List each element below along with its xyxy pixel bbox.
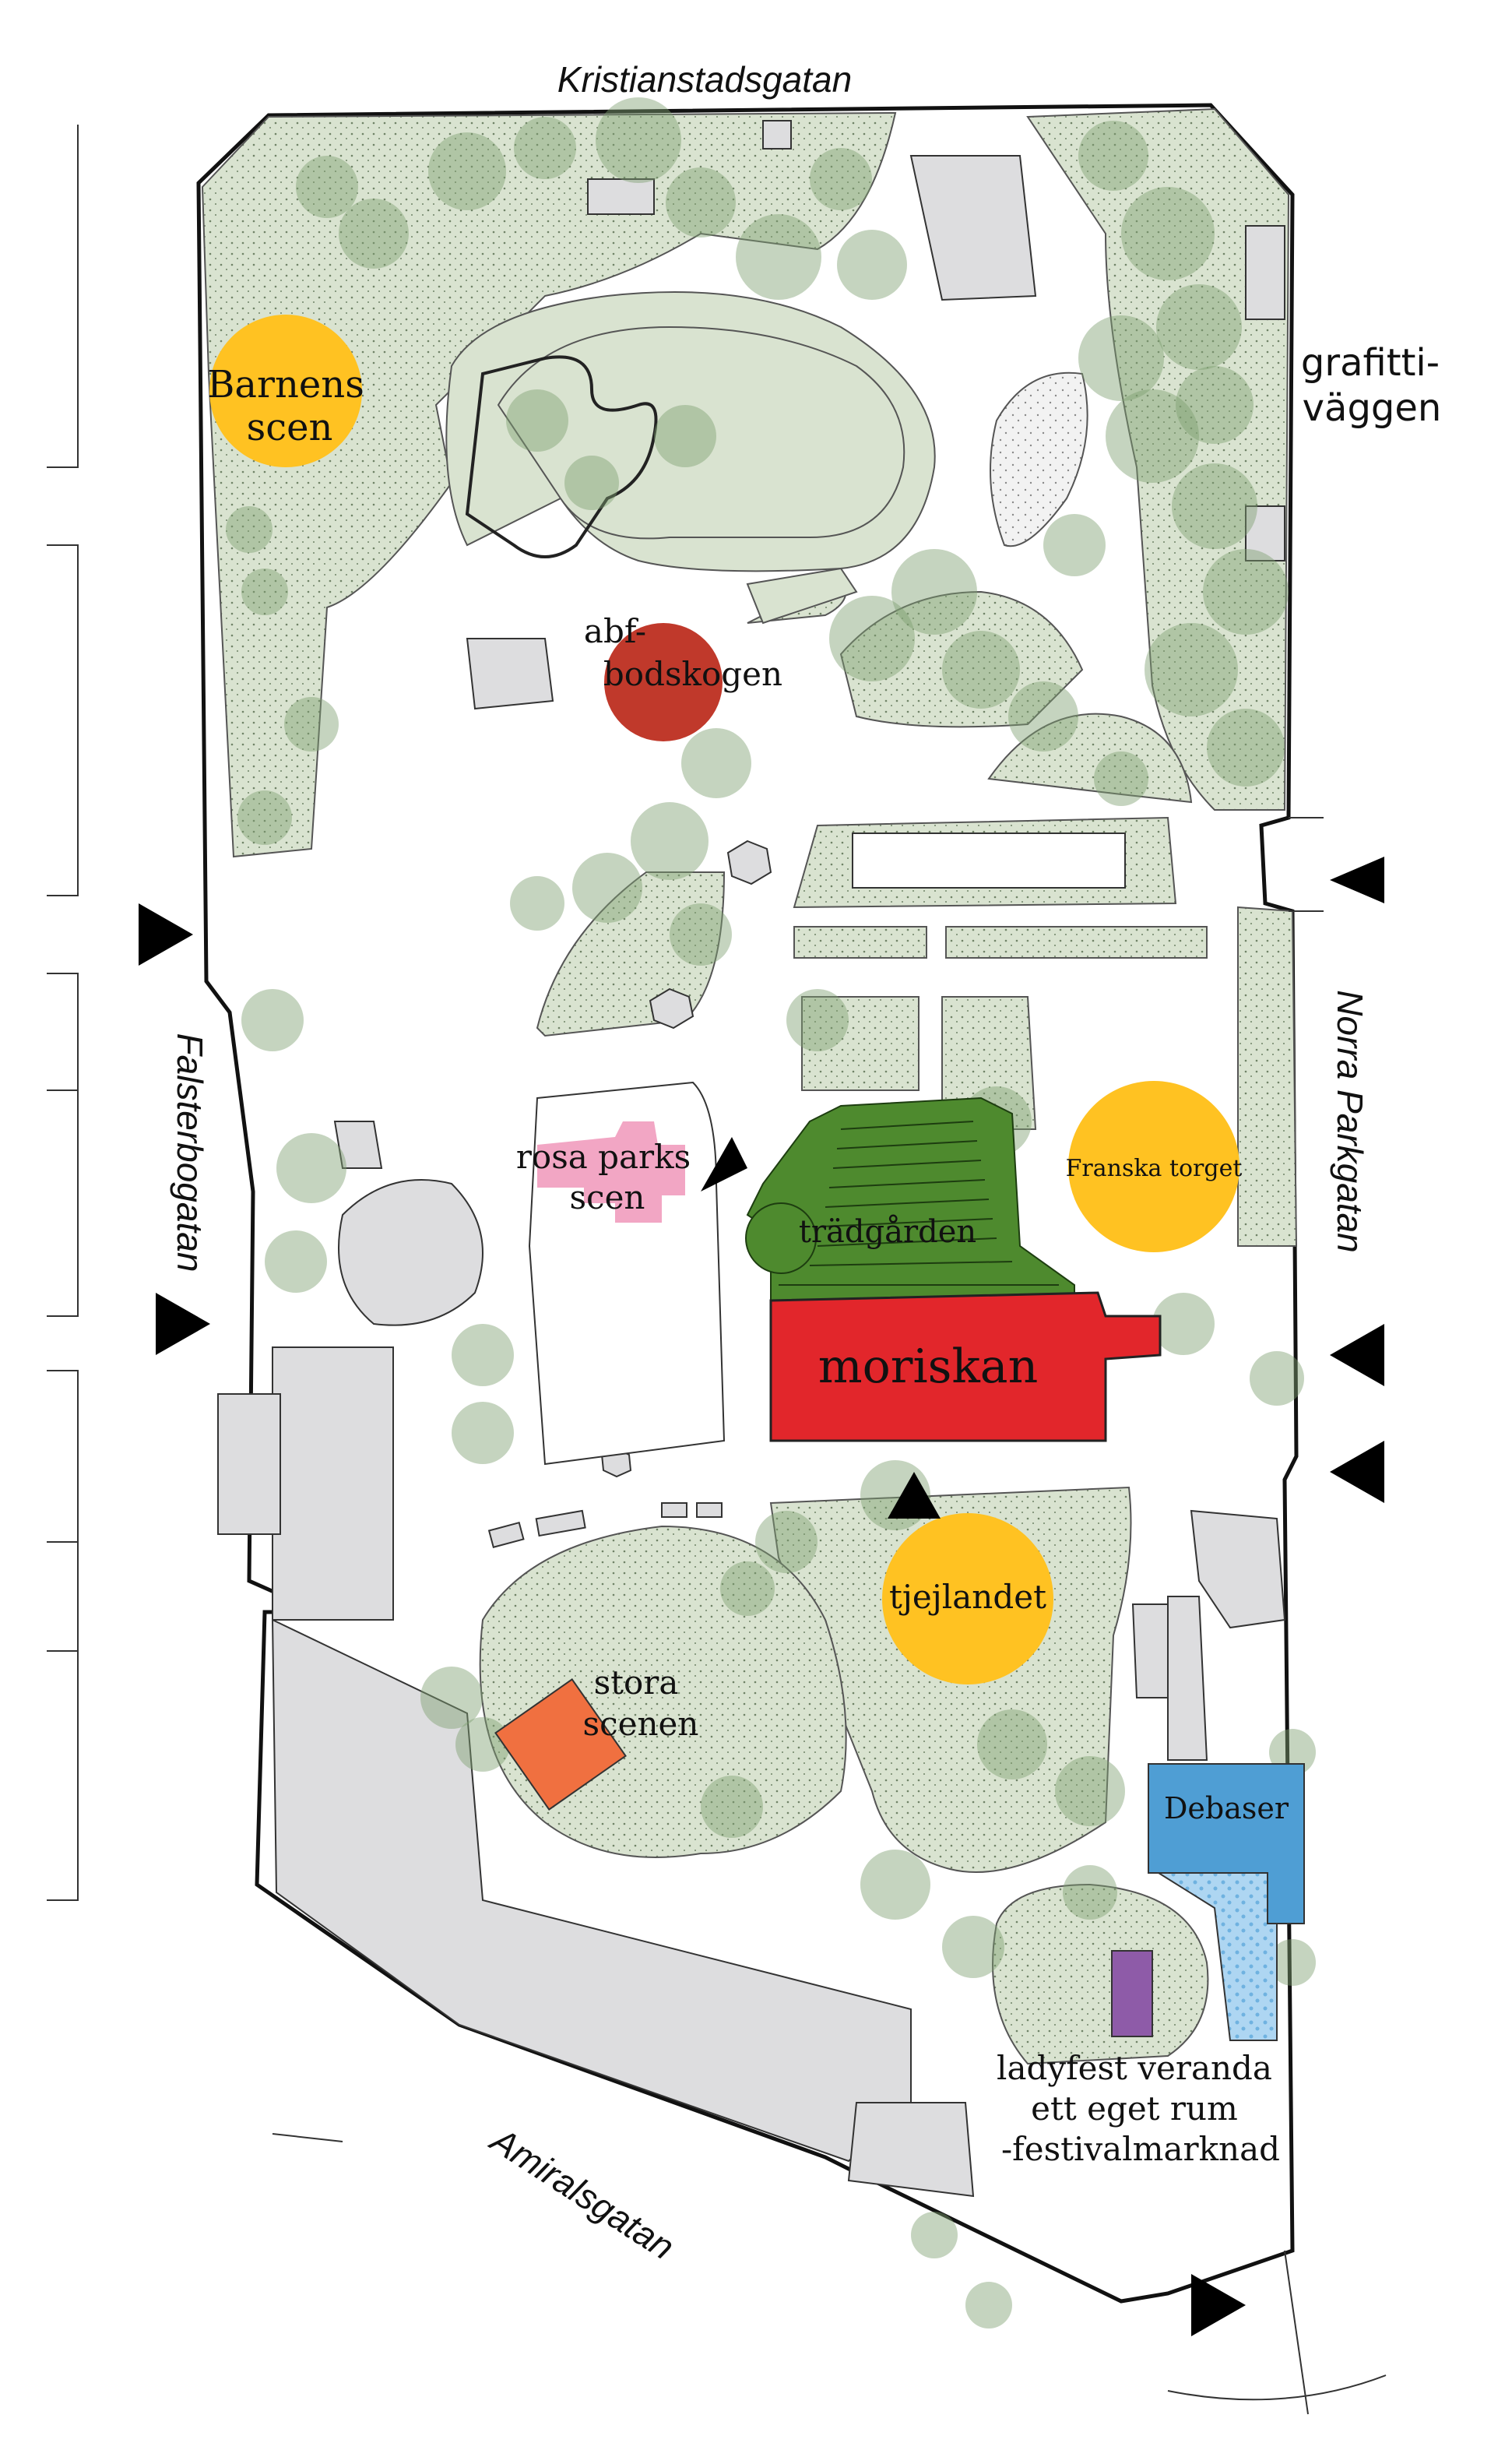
street-west-label: Falsterbogatan <box>170 1033 210 1273</box>
rosa-parks-label-2: scen <box>570 1178 645 1216</box>
moriskan-building <box>769 1291 1162 1442</box>
grafitti-label: grafitti- <box>1301 341 1440 385</box>
entrance-icon <box>139 903 193 966</box>
entrance-icon <box>1330 857 1384 903</box>
stora-scenen-stage <box>494 1678 627 1811</box>
ladyfest-label: ladyfest veranda <box>997 2049 1272 2087</box>
tradgarden-rows <box>779 1121 1059 1286</box>
moriskan-label: moriskan <box>818 1339 1038 1394</box>
stora-scenen-label: stora <box>594 1663 679 1702</box>
go-kart-track <box>465 355 658 558</box>
debaser-label: Debaser <box>1164 1791 1289 1825</box>
western-blocks <box>47 125 79 1901</box>
pool <box>852 832 1126 889</box>
tjejlandet-label: tjejlandet <box>889 1578 1046 1616</box>
stora-scenen-label-2: scenen <box>583 1705 699 1743</box>
debaser-building <box>1148 1763 1305 1924</box>
tradgarden-label: trädgården <box>799 1214 976 1250</box>
barnens-scen-label-2: scen <box>247 406 333 449</box>
entrance-icon <box>1191 2274 1246 2336</box>
entrance-icon <box>701 1137 747 1192</box>
street-east-label: Norra Parkgatan <box>1330 990 1370 1253</box>
gravel-area <box>990 371 1088 547</box>
trees <box>226 97 1316 2329</box>
entrance-icon <box>888 1472 941 1519</box>
franska-torget-label: Franska torget <box>1066 1155 1243 1182</box>
barnens-scen-marker <box>209 315 362 467</box>
tradgarden-round <box>745 1202 817 1274</box>
entrance-icon <box>1330 1441 1384 1503</box>
ladyfest-label-3: -festivalmarknad <box>1001 2130 1280 2168</box>
abf-label-2: bodskogen <box>603 655 782 693</box>
rosa-parks-stage <box>537 1121 685 1223</box>
abf-marker <box>604 623 723 741</box>
tjejlandet-marker <box>882 1513 1053 1684</box>
street-lines <box>1167 817 1387 2415</box>
buildings <box>217 120 1286 2198</box>
rosa-parks-label: rosa parks <box>516 1138 691 1176</box>
entrance-icon <box>1330 1324 1384 1386</box>
entrance-markers <box>139 857 1384 2336</box>
street-north-label: Kristianstadsgatan <box>557 59 852 100</box>
central-path <box>497 326 905 540</box>
street-south-label: Amiralsgatan <box>482 2118 681 2267</box>
ladyfest-stall <box>1111 1950 1153 2037</box>
entrance-icon <box>156 1293 210 1355</box>
abf-label: abf- <box>584 612 646 650</box>
franska-torget-marker <box>1068 1081 1239 1252</box>
grafitti-label-2: väggen <box>1303 386 1442 430</box>
barnens-scen-label: Barnens <box>207 363 364 407</box>
ladyfest-label-2: ett eget rum <box>1031 2089 1238 2128</box>
